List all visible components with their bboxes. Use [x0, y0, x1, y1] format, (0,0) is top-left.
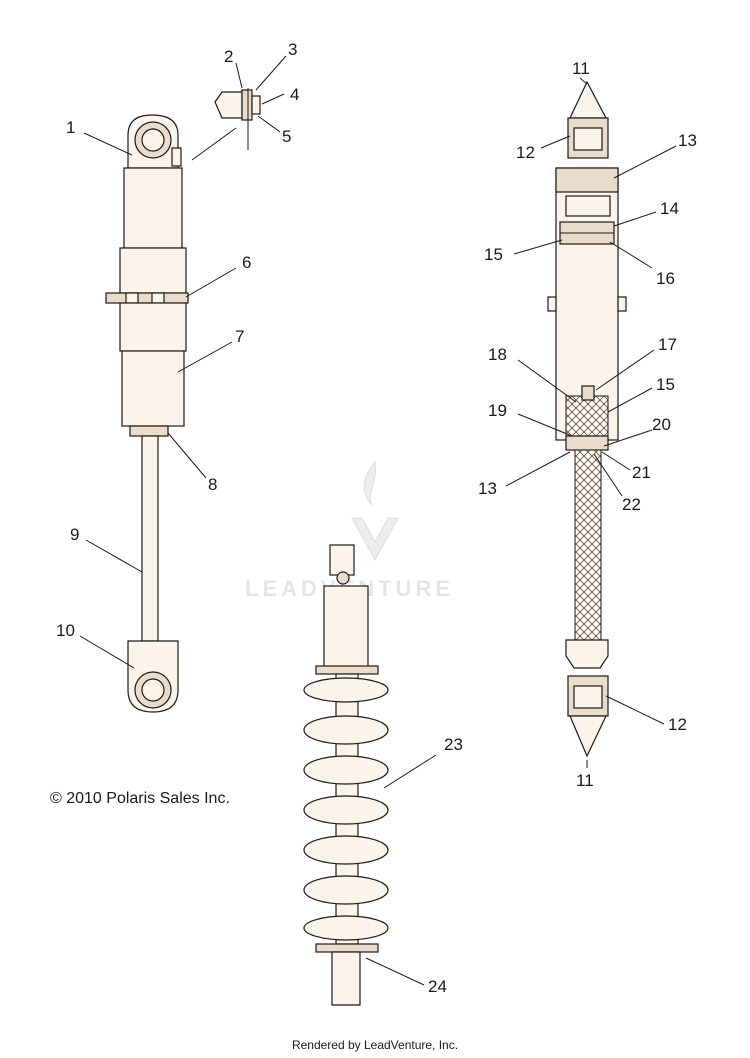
upper-body	[123, 167, 183, 249]
coil-lower-seat	[315, 943, 379, 953]
callout-12-top: 12	[516, 143, 535, 162]
piston-stack	[565, 395, 609, 437]
coil-body	[323, 585, 369, 671]
callout-16: 16	[656, 269, 675, 288]
callout-22: 22	[622, 495, 641, 514]
bottom-eyelet-bore	[141, 678, 165, 702]
copyright-notice: © 2010 Polaris Sales Inc.	[50, 790, 230, 807]
top-bushing-core	[573, 127, 603, 151]
callout-23: 23	[444, 735, 463, 754]
cyl-nub-right	[617, 296, 627, 312]
valve-core	[214, 91, 243, 119]
callout-19: 19	[488, 401, 507, 420]
coil-top-clevis	[329, 544, 355, 576]
rod-seal	[129, 425, 169, 437]
top-eyelet-bore	[141, 128, 165, 152]
piston-nut	[581, 385, 595, 401]
callout-15-top: 15	[484, 245, 503, 264]
callout-12-bottom: 12	[668, 715, 687, 734]
callout-11-top: 11	[572, 59, 590, 78]
coilover-assembly	[303, 544, 389, 1006]
callout-15-bottom: 15	[656, 375, 675, 394]
callout-5: 5	[282, 127, 291, 146]
lower-body	[119, 302, 187, 352]
callout-7: 7	[235, 327, 244, 346]
callout-20: 20	[652, 415, 671, 434]
callout-14: 14	[660, 199, 679, 218]
callout-18: 18	[488, 345, 507, 364]
callout-21: 21	[632, 463, 651, 482]
callout-17: 17	[658, 335, 677, 354]
left-leaders	[79, 55, 287, 669]
middle-leaders	[365, 754, 437, 986]
callout-6: 6	[242, 253, 251, 272]
shock-assembly-exploded	[105, 88, 261, 713]
coil-upper-seat	[315, 665, 379, 675]
spring-seat	[105, 292, 189, 304]
right-leaders	[505, 135, 677, 725]
callouts: 1 2 3 4 5 6 7 8 9 10 11 12 13 14 15 16 1…	[56, 40, 697, 996]
callout-13-top: 13	[678, 131, 697, 150]
callout-3: 3	[288, 40, 297, 59]
top-cone	[569, 80, 607, 119]
cyl-nub-left	[547, 296, 557, 312]
shaft-seal-head	[565, 435, 609, 451]
end-cap	[565, 195, 611, 217]
watermark: LEADVENTURE	[245, 460, 450, 601]
bleed-nub	[171, 147, 182, 167]
seat-slot-right	[151, 292, 165, 304]
flame-chevron-logo	[351, 460, 399, 562]
lower-body-tube	[121, 350, 185, 427]
coil-spring	[303, 677, 389, 941]
seat-slot-left	[125, 292, 139, 304]
callout-4: 4	[290, 85, 299, 104]
callout-1: 1	[66, 118, 75, 137]
callout-13-bottom: 13	[478, 479, 497, 498]
coil-bottom-clevis	[331, 951, 361, 1006]
callout-10: 10	[56, 621, 75, 640]
lower-clevis	[565, 639, 609, 669]
callout-2: 2	[224, 47, 233, 66]
render-credit: Rendered by LeadVenture, Inc.	[291, 1038, 459, 1052]
bottom-cone	[569, 715, 607, 758]
callout-24: 24	[428, 977, 447, 996]
bottom-bushing-core	[573, 685, 603, 709]
valve-seal	[241, 89, 253, 121]
shock-cutaway	[547, 80, 627, 758]
body-mid	[119, 247, 187, 294]
coil-top-pin	[336, 571, 350, 585]
callout-8: 8	[208, 475, 217, 494]
shaft-rod	[141, 435, 159, 642]
cap-13-top	[555, 167, 619, 193]
cutaway-shaft	[574, 449, 602, 641]
callout-11-bottom: 11	[576, 771, 594, 790]
callout-9: 9	[70, 525, 79, 544]
valve-cap	[251, 95, 261, 115]
